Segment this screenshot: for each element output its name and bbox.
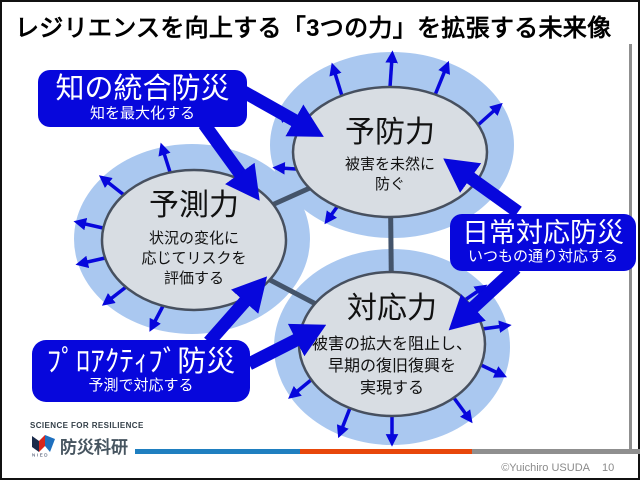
prevention-ellipse <box>291 85 489 219</box>
daily-callout-subtitle: いつもの通り対応する <box>467 247 618 265</box>
prediction-sub-3: 評価する <box>164 270 224 287</box>
footer-rule-gray-segment <box>472 449 640 454</box>
prediction-sub-2: 応じてリスクを <box>141 250 246 267</box>
knowledge-to-prevention-arrow <box>240 86 324 137</box>
prevention-title: 予防力 <box>345 116 435 149</box>
proactive-disaster-callout: ﾌﾟﾛｱｸﾃｨﾌﾞ防災 予測で対応する <box>32 340 250 402</box>
footer-rule-orange-segment <box>300 449 472 454</box>
response-text: 対応力 被害の拡大を阻止し、 早期の復旧復興を 実現する <box>312 292 472 397</box>
knowledge-callout-subtitle: 知を最大化する <box>89 104 195 122</box>
footer-rule-blue-segment <box>135 449 300 454</box>
prediction-sub-1: 状況の変化に <box>149 230 239 247</box>
daily-to-response-arrow <box>448 263 521 331</box>
brand-org-name: 防災科研 <box>60 438 128 457</box>
callout-arrows <box>198 86 522 370</box>
prevention-sub-1: 被害を未然に <box>345 156 435 173</box>
page-number: 10 <box>602 462 615 474</box>
proactive-to-prediction-arrow <box>204 276 268 347</box>
knowledge-disaster-callout: 知の統合防災 知を最大化する <box>38 70 247 127</box>
prevention-sub-2: 防ぐ <box>375 176 405 193</box>
response-sub-3: 実現する <box>360 379 424 397</box>
prediction-title: 予測力 <box>149 189 239 222</box>
proactive-callout-title: ﾌﾟﾛｱｸﾃｨﾌﾞ防災 <box>46 345 236 378</box>
page-title: レジリエンスを向上する「3つの力」を拡張する未来像 <box>15 15 612 42</box>
daily-to-prevention-arrow <box>443 158 522 218</box>
prevention-text: 予防力 被害を未然に 防ぐ <box>345 116 435 193</box>
response-sub-2: 早期の復旧復興を <box>328 357 456 375</box>
daily-callout-title: 日常対応防災 <box>462 218 624 249</box>
svg-text:NIED: NIED <box>32 453 49 458</box>
prediction-radiating-arrows <box>73 142 172 332</box>
copyright-credit: ©Yuichiro USUDA <box>501 462 590 474</box>
proactive-callout-subtitle: 予測で対応する <box>88 377 194 395</box>
prediction-text: 予測力 状況の変化に 応じてリスクを 評価する <box>141 189 246 287</box>
response-sub-1: 被害の拡大を阻止し、 <box>312 335 472 353</box>
nied-logo-icon: NIED <box>32 435 55 458</box>
brand-tagline: SCIENCE FOR RESILIENCE <box>30 421 144 430</box>
prediction-ellipse <box>100 168 288 312</box>
daily-response-callout: 日常対応防災 いつもの通り対応する <box>450 214 636 271</box>
response-title: 対応力 <box>347 292 437 325</box>
knowledge-callout-title: 知の統合防災 <box>55 73 230 106</box>
knowledge-to-prediction-arrow <box>198 120 260 201</box>
proactive-to-response-arrow <box>246 323 327 370</box>
